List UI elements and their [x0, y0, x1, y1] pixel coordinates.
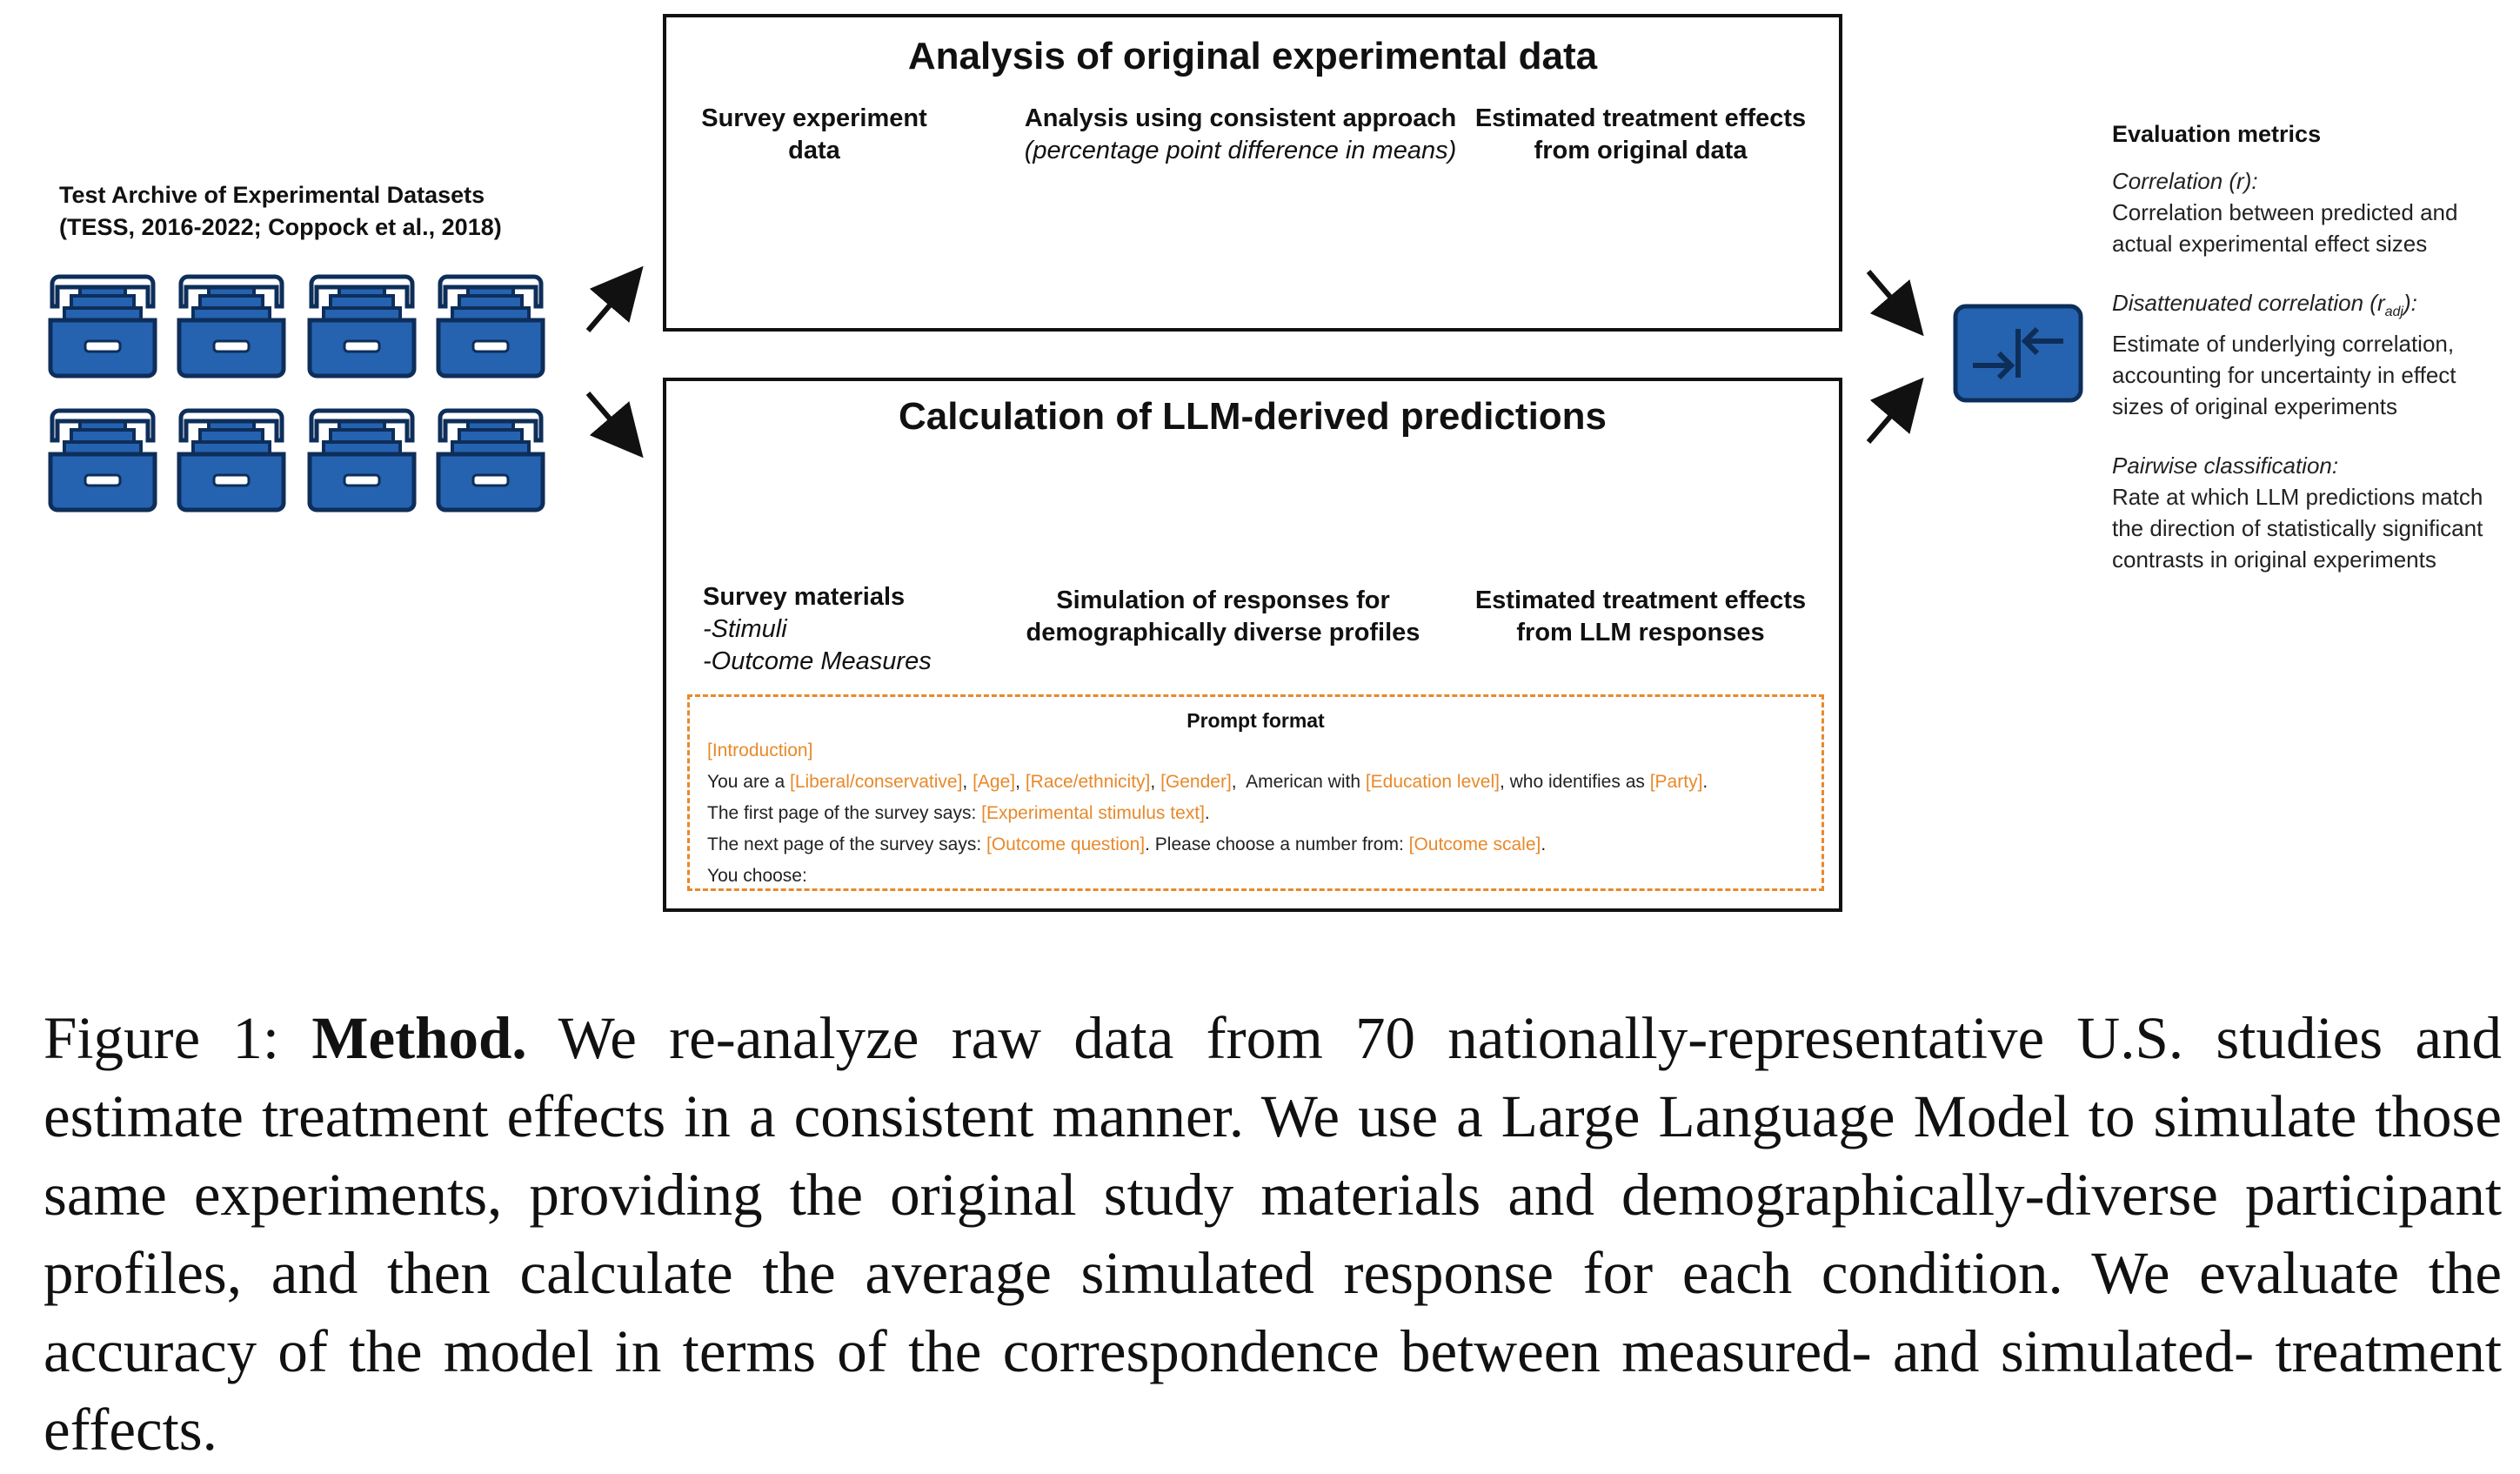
metric-correlation-desc: Correlation between predicted and actual…	[2112, 199, 2458, 257]
archive-tray-icon	[50, 277, 155, 376]
arrow-top-panel-to-eval	[1866, 270, 1924, 337]
evaluation-heading: Evaluation metrics	[2112, 121, 2322, 147]
prompt-line-stimulus: The first page of the survey says: [Expe…	[707, 803, 1210, 823]
figure-caption: Figure 1: Method. We re-analyze raw data…	[43, 999, 2502, 1469]
archive-title: Test Archive of Experimental Datasets (T…	[59, 179, 546, 244]
prompt-line-choose: You choose:	[707, 866, 807, 886]
simulation-label: Simulation of responses for demographica…	[1026, 586, 1420, 647]
caption-text: We re-analyze raw data from 70 nationall…	[43, 1005, 2502, 1463]
archive-title-line1: Test Archive of Experimental Datasets	[59, 182, 485, 208]
original-effects-label: Estimated treatment effects from origina…	[1474, 104, 1807, 164]
compare-arrows-icon	[1953, 304, 2083, 403]
metric-disattenuated-desc: Estimate of underlying correlation, acco…	[2112, 331, 2456, 420]
prompt-line-intro: [Introduction]	[707, 740, 813, 760]
archive-tray-icon	[438, 277, 543, 376]
caption-prefix: Figure 1:	[43, 1005, 312, 1071]
archive-tray-icon	[310, 277, 414, 376]
evaluation-metrics: Evaluation metrics Correlation (r): Corr…	[2112, 118, 2512, 603]
archive-tray-icon	[50, 411, 155, 510]
original-analysis-title: Analysis of original experimental data	[907, 35, 1598, 77]
consistent-analysis-label: Analysis using consistent approach (perc…	[1024, 104, 1457, 164]
llm-predictions-panel: Calculation of LLM-derived predictions S…	[663, 378, 1842, 912]
llm-predictions-title: Calculation of LLM-derived predictions	[898, 395, 1608, 438]
llm-effects-label: Estimated treatment effects from LLM res…	[1474, 586, 1807, 647]
metric-pairwise-name: Pairwise classification:	[2112, 452, 2339, 479]
survey-data-label: Survey experiment data	[701, 104, 927, 164]
archive-title-line2: (TESS, 2016-2022; Coppock et al., 2018)	[59, 214, 502, 240]
prompt-line-profile: You are a [Liberal/conservative], [Age],…	[707, 772, 1708, 792]
prompt-format-box: Prompt format [Introduction] You are a […	[687, 694, 1824, 891]
prompt-line-outcome: The next page of the survey says: [Outco…	[707, 834, 1547, 854]
arrow-to-top-panel	[585, 265, 644, 332]
prompt-format-title: Prompt format	[1186, 709, 1325, 732]
archive-tray-icon	[310, 411, 414, 510]
archive-tray-icon	[179, 277, 284, 376]
archive-tray-icon	[179, 411, 284, 510]
archive-tray-icon	[438, 411, 543, 510]
original-analysis-panel: Analysis of original experimental data S…	[663, 14, 1842, 332]
arrow-bottom-panel-to-eval	[1866, 377, 1924, 444]
caption-bold: Method.	[311, 1005, 527, 1071]
metric-disattenuated-name: Disattenuated correlation (radj):	[2112, 290, 2417, 320]
metric-pairwise-desc: Rate at which LLM predictions match the …	[2112, 484, 2483, 573]
metric-correlation-name: Correlation (r):	[2112, 168, 2258, 194]
arrow-to-bottom-panel	[585, 392, 644, 459]
survey-materials-label: Survey materials -Stimuli -Outcome Measu…	[703, 583, 932, 675]
